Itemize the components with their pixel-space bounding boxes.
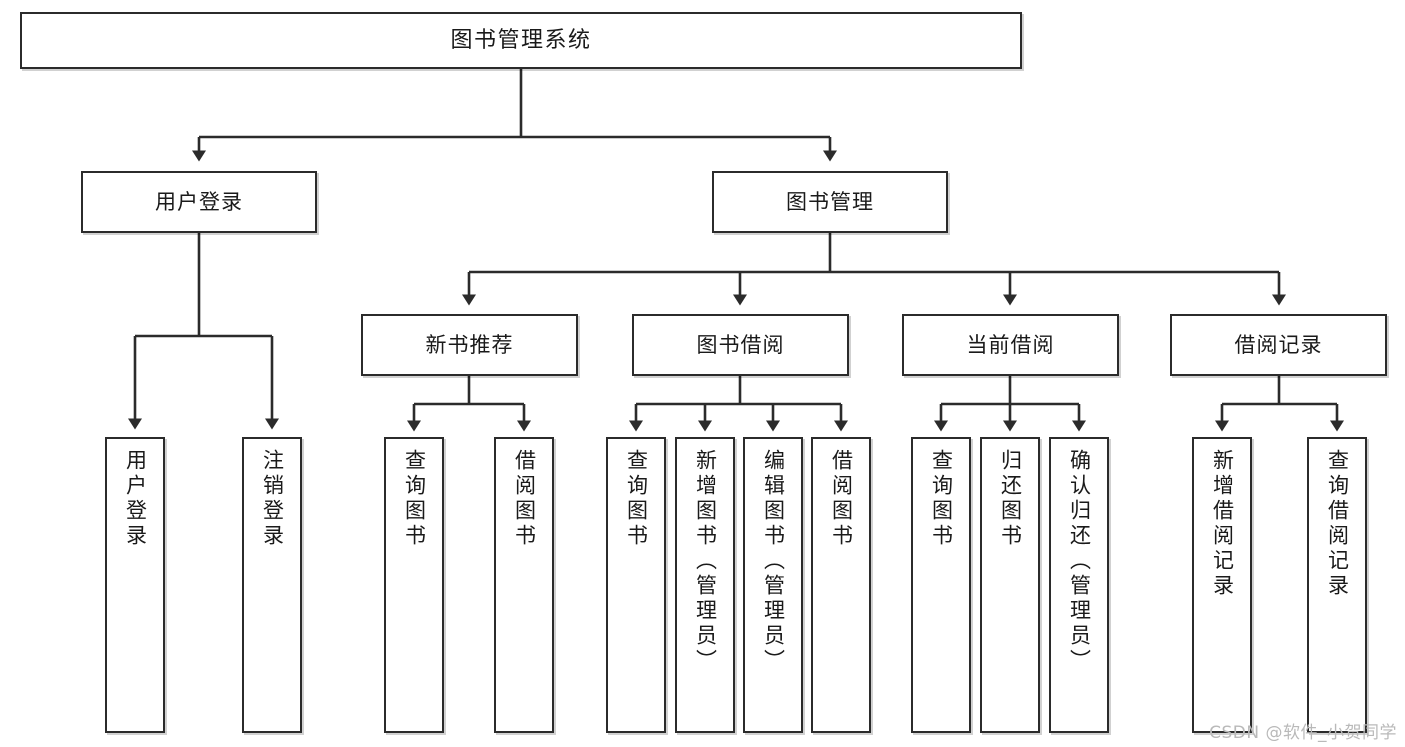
leaf-borrow-query-book[interactable]: 查询图书 bbox=[606, 437, 666, 733]
node-borrow-record[interactable]: 借阅记录 bbox=[1170, 314, 1387, 376]
node-label: 查询借阅记录 bbox=[1325, 449, 1350, 599]
leaf-record-query-record[interactable]: 查询借阅记录 bbox=[1307, 437, 1367, 733]
leaf-current-query-book[interactable]: 查询图书 bbox=[911, 437, 971, 733]
node-label: 新书推荐 bbox=[425, 332, 514, 357]
node-label: 当前借阅 bbox=[966, 332, 1055, 357]
node-book-borrow[interactable]: 图书借阅 bbox=[632, 314, 849, 376]
node-book-management[interactable]: 图书管理 bbox=[712, 171, 948, 233]
node-label: 图书借阅 bbox=[696, 332, 785, 357]
leaf-recommend-query-book[interactable]: 查询图书 bbox=[384, 437, 444, 733]
node-label: 借阅图书 bbox=[512, 449, 537, 549]
node-label: 查询图书 bbox=[402, 449, 427, 549]
leaf-borrow-borrow-book[interactable]: 借阅图书 bbox=[811, 437, 871, 733]
node-new-book-recommend[interactable]: 新书推荐 bbox=[361, 314, 578, 376]
node-current-borrow[interactable]: 当前借阅 bbox=[902, 314, 1119, 376]
node-label: 归还图书 bbox=[998, 449, 1023, 549]
node-label: 借阅记录 bbox=[1234, 332, 1323, 357]
watermark-text: CSDN @软件_小贺同学 bbox=[1209, 723, 1397, 743]
leaf-borrow-add-book-admin[interactable]: 新增图书（管理员） bbox=[675, 437, 735, 733]
node-label: 查询图书 bbox=[624, 449, 649, 549]
node-label: 查询图书 bbox=[929, 449, 954, 549]
leaf-current-confirm-return-admin[interactable]: 确认归还（管理员） bbox=[1049, 437, 1109, 733]
node-label: 用户登录 bbox=[123, 449, 148, 549]
node-label: 图书管理系统 bbox=[450, 27, 592, 53]
node-label: 借阅图书 bbox=[829, 449, 854, 549]
node-label: 新增借阅记录 bbox=[1210, 449, 1235, 599]
leaf-borrow-edit-book-admin[interactable]: 编辑图书（管理员） bbox=[743, 437, 803, 733]
leaf-recommend-borrow-book[interactable]: 借阅图书 bbox=[494, 437, 554, 733]
node-label: 确认归还（管理员） bbox=[1067, 449, 1092, 674]
node-label: 新增图书（管理员） bbox=[693, 449, 718, 674]
node-label: 图书管理 bbox=[786, 189, 874, 214]
node-label: 注销登录 bbox=[260, 449, 285, 549]
leaf-user-login-logout[interactable]: 注销登录 bbox=[242, 437, 302, 733]
node-user-login[interactable]: 用户登录 bbox=[81, 171, 317, 233]
node-label: 编辑图书（管理员） bbox=[761, 449, 786, 674]
leaf-user-login-login[interactable]: 用户登录 bbox=[105, 437, 165, 733]
leaf-record-add-record[interactable]: 新增借阅记录 bbox=[1192, 437, 1252, 733]
node-root-system[interactable]: 图书管理系统 bbox=[20, 12, 1022, 69]
leaf-current-return-book[interactable]: 归还图书 bbox=[980, 437, 1040, 733]
node-label: 用户登录 bbox=[155, 189, 243, 214]
